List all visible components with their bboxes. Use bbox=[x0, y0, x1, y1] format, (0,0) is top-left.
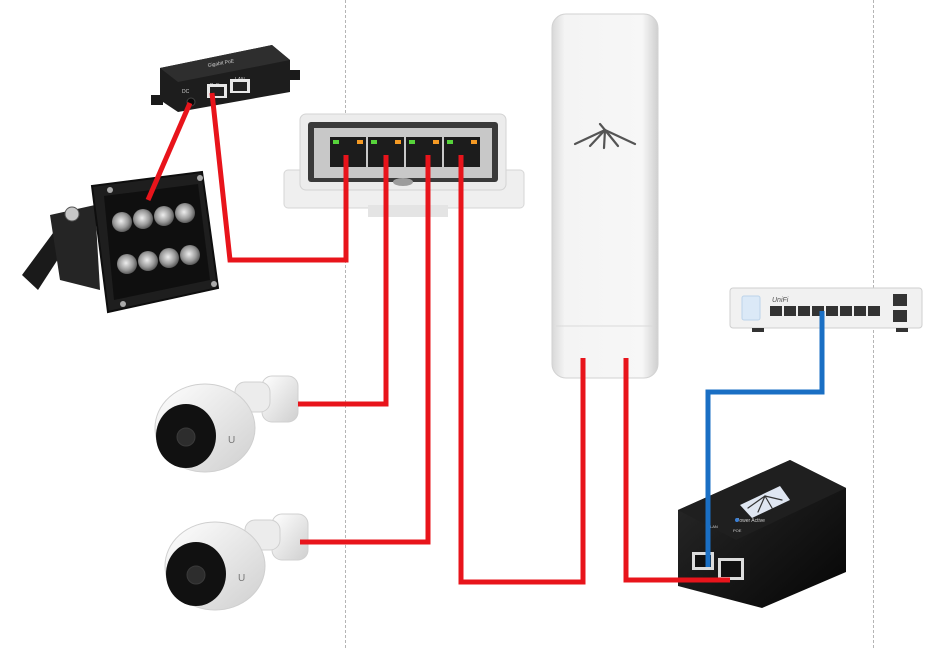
illuminator-leds bbox=[112, 203, 200, 274]
wire-switch-to-adapter-lan bbox=[705, 311, 825, 567]
ubiquiti-logo-icon bbox=[573, 122, 637, 150]
camera-1: U bbox=[154, 375, 299, 473]
screw-icon bbox=[107, 187, 113, 193]
switch-foot bbox=[752, 328, 764, 332]
adapter-label-poe: POE bbox=[733, 528, 742, 533]
switch-port-3 bbox=[406, 137, 442, 167]
illuminator-face bbox=[104, 184, 210, 300]
sfp-port bbox=[893, 294, 907, 306]
screw-icon bbox=[120, 301, 126, 307]
switch-label-sticker bbox=[393, 178, 413, 186]
switch-ports bbox=[330, 137, 480, 167]
link-led bbox=[371, 140, 377, 144]
poe-adapter: Power Active LAN POE bbox=[678, 460, 846, 608]
switch-brand: UniFi bbox=[772, 297, 789, 304]
ir-led bbox=[117, 254, 137, 274]
injector-top bbox=[160, 45, 290, 82]
network-switch: UniFi bbox=[729, 287, 923, 332]
mount-tab-left bbox=[151, 95, 163, 105]
ir-led bbox=[154, 206, 174, 226]
screw-icon bbox=[211, 281, 217, 287]
camera-2: U bbox=[164, 513, 309, 611]
rj45-port bbox=[784, 306, 796, 316]
wires bbox=[145, 92, 825, 585]
zone-divider-left bbox=[345, 0, 346, 648]
wire-bridge-to-adapter-poe bbox=[623, 358, 730, 583]
sfp-port bbox=[893, 310, 907, 322]
bracket-bolt bbox=[64, 206, 80, 222]
camera-logo: U bbox=[228, 435, 235, 446]
power-led bbox=[735, 518, 739, 522]
poe-injector-small: Gigabit PoE DC PoE LAN bbox=[151, 45, 300, 112]
switch-mount bbox=[368, 205, 448, 217]
link-led bbox=[447, 140, 453, 144]
wireless-bridge bbox=[551, 13, 659, 379]
ir-led bbox=[180, 245, 200, 265]
status-light-icon bbox=[741, 295, 761, 321]
switch-foot bbox=[896, 328, 908, 332]
rj45-port bbox=[854, 306, 866, 316]
injector-label-dc: DC bbox=[182, 89, 190, 95]
activity-led bbox=[471, 140, 477, 144]
adapter-label-lan: LAN bbox=[710, 524, 718, 529]
camera-logo: U bbox=[238, 573, 245, 584]
activity-led bbox=[395, 140, 401, 144]
rj45-port bbox=[840, 306, 852, 316]
bridge-body bbox=[551, 13, 659, 379]
activity-led bbox=[433, 140, 439, 144]
ir-led bbox=[133, 209, 153, 229]
rj45-port bbox=[826, 306, 838, 316]
illuminator-side bbox=[50, 205, 100, 290]
ir-led bbox=[112, 212, 132, 232]
wire-injector-to-illuminator bbox=[145, 102, 193, 201]
wire-switch-port3-to-camera2 bbox=[300, 155, 431, 545]
ir-illuminator bbox=[22, 170, 220, 314]
link-led bbox=[333, 140, 339, 144]
rj45-port bbox=[770, 306, 782, 316]
wire-switch-port2-to-camera1 bbox=[298, 155, 389, 407]
outdoor-switch bbox=[283, 113, 525, 217]
rj45-port bbox=[812, 306, 824, 316]
ir-led bbox=[175, 203, 195, 223]
camera-lens bbox=[176, 427, 196, 447]
link-led bbox=[409, 140, 415, 144]
adapter-status-label: Power Active bbox=[736, 518, 765, 524]
ir-led bbox=[138, 251, 158, 271]
mount-tab-right bbox=[290, 70, 300, 80]
camera-lens bbox=[186, 565, 206, 585]
wire-injector-to-switch-port1 bbox=[209, 92, 349, 263]
lan-port-socket bbox=[233, 82, 247, 91]
rj45-port bbox=[868, 306, 880, 316]
screw-icon bbox=[197, 175, 203, 181]
wire-switch-port4-to-bridge bbox=[458, 155, 586, 585]
ir-led bbox=[159, 248, 179, 268]
poe-port-socket bbox=[210, 87, 224, 96]
activity-led bbox=[357, 140, 363, 144]
switch-rj45-ports bbox=[770, 306, 880, 316]
injector-label-top: Gigabit PoE bbox=[207, 58, 235, 69]
adapter-logo-plate bbox=[740, 486, 790, 518]
ubiquiti-logo-icon bbox=[747, 495, 783, 513]
rj45-socket bbox=[721, 561, 741, 577]
rj45-port bbox=[798, 306, 810, 316]
